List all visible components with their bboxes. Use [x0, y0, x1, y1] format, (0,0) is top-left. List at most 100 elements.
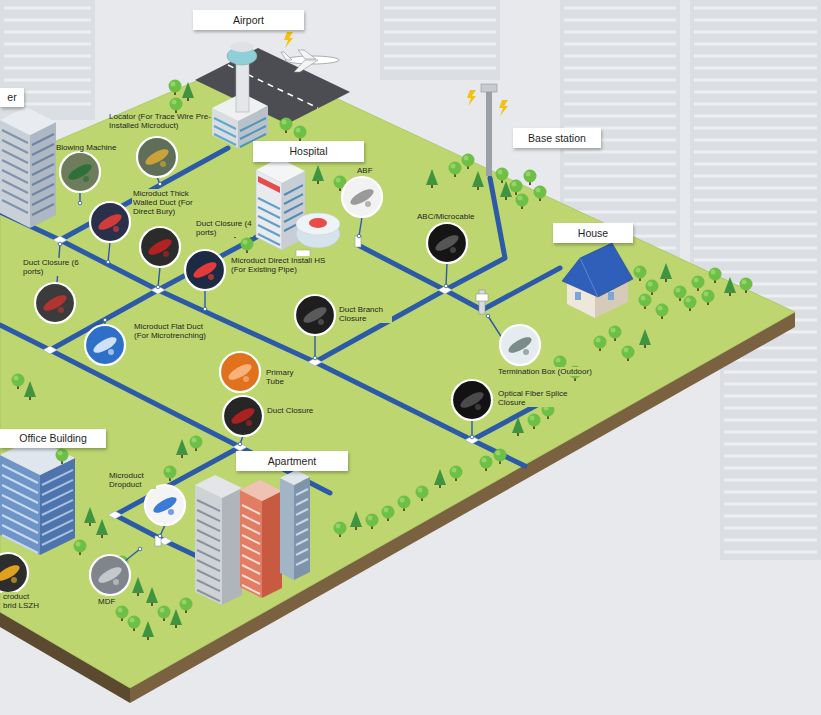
background-window: [694, 127, 817, 130]
tree-crown: [609, 326, 622, 339]
background-window: [384, 55, 496, 58]
conifer-tree: [512, 417, 524, 433]
background-window: [694, 259, 817, 262]
conifer-tree: [472, 171, 484, 187]
product-detail: [58, 307, 64, 313]
apartment-face: [222, 488, 242, 605]
tree-highlight: [172, 100, 177, 105]
conifer-tree: [96, 519, 108, 535]
background-window: [384, 7, 496, 10]
office-window: [2, 515, 38, 533]
background-window: [564, 43, 676, 46]
part-name: ABC/Microcable: [416, 212, 491, 221]
tree-crown: [674, 286, 687, 299]
background-window: [694, 247, 817, 250]
product-detail: [458, 389, 486, 411]
leader-dot: [470, 435, 474, 439]
background-window: [694, 139, 817, 142]
leader-dot: [156, 285, 160, 289]
product-photo: [500, 325, 540, 365]
product-photo: [90, 202, 130, 242]
building-window: [32, 164, 54, 175]
conifer-tree: [350, 511, 362, 527]
product-detail: [243, 376, 249, 382]
house-window: [608, 292, 614, 300]
place-name: Office Building: [19, 432, 87, 445]
label-box: Hospital: [253, 141, 364, 162]
conifer-tree: [724, 277, 736, 293]
leader-dot: [238, 442, 242, 446]
leader-line: [446, 263, 447, 286]
tree-crown: [170, 98, 183, 111]
tree-highlight: [130, 618, 135, 623]
tree-highlight: [676, 288, 681, 293]
conifer-tree: [639, 329, 651, 345]
apartment-window: [296, 519, 308, 525]
tree-highlight: [518, 196, 523, 201]
product-detail: [108, 349, 114, 355]
product-detail: [146, 236, 174, 258]
microduct-line: [0, 212, 525, 466]
product-detail: [11, 577, 17, 583]
background-window: [694, 19, 817, 22]
leader-line: [108, 242, 110, 262]
leader-dot: [106, 260, 110, 264]
airplane-wing: [298, 50, 316, 59]
product-photo: [185, 250, 225, 290]
base-station-mast: [486, 90, 492, 176]
tree-crown: [702, 290, 715, 303]
office-window: [2, 525, 38, 543]
conifer-tree: [142, 621, 154, 637]
background-window: [694, 55, 817, 58]
tree-crown: [56, 449, 69, 462]
background-window: [694, 91, 817, 94]
background-window: [4, 43, 91, 46]
apartment-window: [242, 535, 260, 544]
background-window: [694, 187, 817, 190]
leader-dot: [313, 356, 317, 360]
tree-crown: [416, 486, 429, 499]
leader-line: [314, 335, 315, 358]
background-window: [724, 419, 817, 422]
product-detail: [226, 361, 254, 383]
tree-highlight: [704, 292, 709, 297]
tree-highlight: [482, 458, 487, 463]
apartment-window: [242, 525, 260, 534]
product-photo: [35, 283, 75, 323]
apartment-window: [197, 560, 220, 571]
apartment-window: [296, 529, 308, 535]
product-photo: [223, 396, 263, 436]
tree-highlight: [182, 600, 187, 605]
tree-crown: [180, 598, 193, 611]
product-detail: [0, 562, 22, 584]
background-window: [4, 31, 91, 34]
airplane-tail: [281, 52, 292, 60]
tree-highlight: [648, 282, 653, 287]
label-box: Office Building: [0, 429, 106, 448]
product-detail: [475, 404, 481, 410]
product-photo: [0, 553, 28, 593]
product-photo: [220, 352, 260, 392]
background-window: [694, 67, 817, 70]
duct-closure: [233, 443, 247, 451]
tree-highlight: [512, 182, 517, 187]
label-box: Apartment: [236, 451, 348, 471]
background-window: [694, 31, 817, 34]
conifer-tree: [426, 169, 438, 185]
leader-line: [204, 290, 205, 309]
microduct-line: [445, 268, 560, 310]
signal-bolt: [284, 32, 293, 48]
leader-dot: [78, 201, 82, 205]
background-window: [724, 491, 817, 494]
product-detail: [160, 161, 166, 167]
product-photo: [427, 223, 467, 263]
background-window: [564, 31, 676, 34]
tree-highlight: [243, 240, 248, 245]
tree-highlight: [282, 120, 287, 125]
background-window: [724, 443, 817, 446]
product-detail: [66, 161, 94, 183]
leader-dot: [103, 318, 107, 322]
product-photo: [85, 325, 125, 365]
